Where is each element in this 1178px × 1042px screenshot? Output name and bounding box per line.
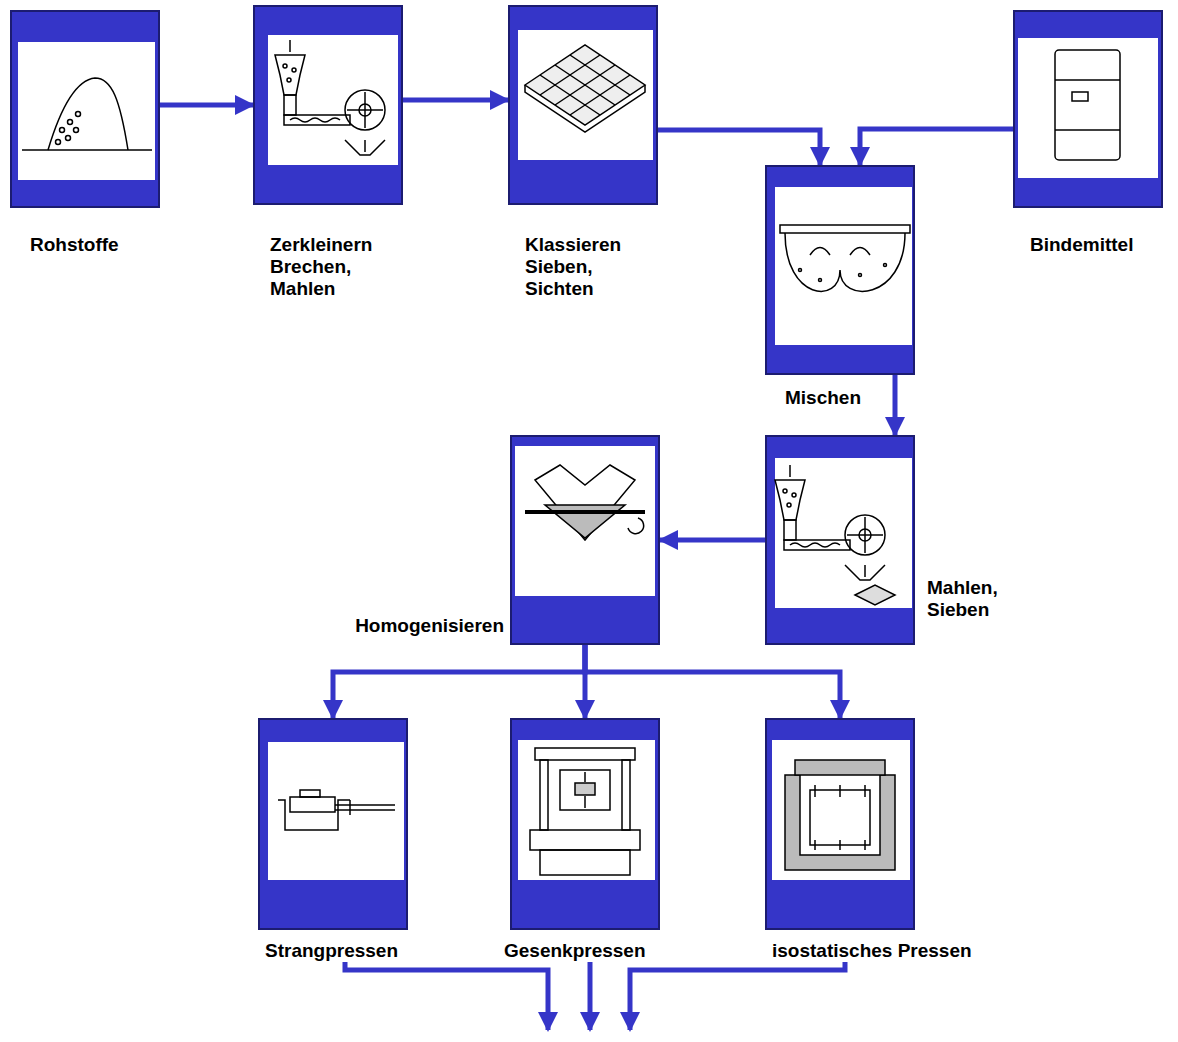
- process-tile: Strangpressen: [258, 718, 408, 930]
- step-label: Zerkleinern Brechen, Mahlen: [270, 234, 395, 300]
- flow-arrow: [333, 645, 585, 718]
- heap-icon: [22, 78, 152, 150]
- step-label: isostatisches Pressen: [772, 940, 972, 962]
- blender-icon: [525, 465, 645, 540]
- die-press-icon: [530, 748, 640, 875]
- barrel-icon: [1055, 50, 1120, 160]
- isostatic-press-icon: [785, 760, 895, 870]
- step-label: Gesenkpressen: [504, 940, 646, 962]
- tile-frames: [10, 5, 1163, 930]
- small-screen-icon: [855, 585, 895, 605]
- output-arrows: [345, 962, 845, 1030]
- process-tile: isostatisches Pressen: [765, 718, 915, 930]
- process-tile: Mahlen, Sieben: [765, 435, 915, 645]
- process-tile: Klassieren Sieben, Sichten: [508, 5, 658, 205]
- flow-arrow: [660, 538, 765, 543]
- process-tile: Mischen: [765, 165, 915, 375]
- screen-icon: [525, 45, 645, 132]
- step-label: Klassieren Sieben, Sichten: [525, 234, 637, 300]
- extruder-icon: [278, 790, 395, 830]
- mill-icon: [275, 40, 385, 155]
- mixer-icon: [780, 225, 910, 291]
- process-tile: Rohstoffe: [10, 10, 160, 208]
- step-label: Rohstoffe: [30, 234, 119, 256]
- flow-arrow: [893, 375, 898, 435]
- process-tile: Zerkleinern Brechen, Mahlen: [253, 5, 403, 205]
- step-label: Bindemittel: [1030, 234, 1133, 256]
- step-label: Homogenisieren: [355, 615, 504, 637]
- flow-arrow: [658, 130, 820, 165]
- step-label: Mahlen, Sieben: [927, 577, 1019, 621]
- flow-arrow: [585, 645, 840, 718]
- flow-arrow: [860, 129, 1013, 165]
- flow-arrow: [160, 103, 253, 108]
- step-label: Strangpressen: [265, 940, 398, 962]
- process-tile: Gesenkpressen: [510, 718, 660, 930]
- step-label: Mischen: [785, 387, 861, 409]
- flow-arrow: [403, 98, 508, 103]
- process-tile: Bindemittel: [1013, 10, 1163, 208]
- tile-panels: [18, 30, 1158, 880]
- process-tile: Homogenisieren: [510, 435, 660, 645]
